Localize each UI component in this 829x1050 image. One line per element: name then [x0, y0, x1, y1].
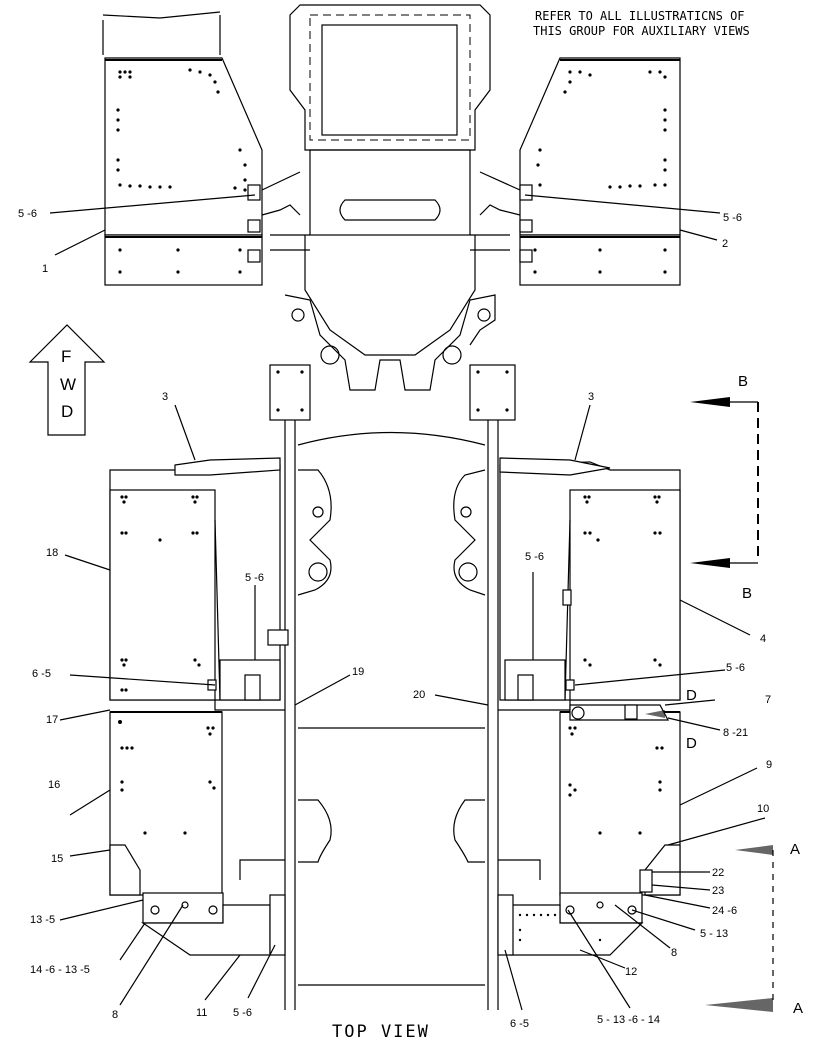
fwd-letter-w: W — [60, 375, 76, 394]
callout-2: 2 — [722, 238, 728, 250]
callout-23: 23 — [712, 885, 724, 897]
callout-leader-lines — [49, 194, 766, 1011]
callout-3-left: 3 — [162, 391, 168, 403]
callout-8-21: 8 -21 — [723, 727, 748, 739]
upper-left-fender-panel — [102, 11, 301, 286]
callout-14-6-13-5: 14 -6 - 13 -5 — [30, 964, 90, 976]
upper-frame-section — [270, 4, 510, 391]
callout-5-6-mid-left: 5 -6 — [245, 572, 264, 584]
callout-15: 15 — [51, 853, 63, 865]
section-d-label-bottom: D — [686, 735, 697, 752]
section-a-label-bottom: A — [793, 1000, 803, 1017]
callout-8-left: 8 — [112, 1009, 118, 1021]
callout-5-6-top-left: 5 -6 — [18, 208, 37, 220]
callout-13-5: 13 -5 — [30, 914, 55, 926]
callout-20: 20 — [413, 689, 425, 701]
callout-3-right: 3 — [588, 391, 594, 403]
fwd-letter-d: D — [61, 402, 73, 421]
note-line-1: REFER TO ALL ILLUSTRATICNS OF — [535, 9, 745, 23]
callout-12: 12 — [625, 966, 637, 978]
callout-5-13-6-14: 5 - 13 -6 - 14 — [597, 1014, 660, 1026]
callout-19: 19 — [352, 666, 364, 678]
callout-5-6-bottom: 5 -6 — [233, 1007, 252, 1019]
section-markers: B B A A D D — [645, 373, 803, 1017]
callout-4: 4 — [760, 633, 766, 645]
section-b-label-top: B — [738, 373, 748, 390]
lower-right-fender-assembly — [497, 457, 681, 956]
callout-1: 1 — [42, 263, 48, 275]
callout-6-5-bottom: 6 -5 — [510, 1018, 529, 1030]
auxiliary-views-note: REFER TO ALL ILLUSTRATICNS OF THIS GROUP… — [533, 9, 750, 38]
section-a-label-top: A — [790, 841, 800, 858]
section-d-label-top: D — [686, 687, 697, 704]
lower-left-fender-assembly — [109, 457, 289, 956]
callout-5-13: 5 - 13 — [700, 928, 728, 940]
section-b-label-bottom: B — [742, 585, 752, 602]
callout-11: 11 — [196, 1007, 207, 1019]
callout-labels: 1 2 5 -6 5 -6 3 3 18 5 -6 5 -6 4 6 -5 5 … — [18, 208, 772, 1030]
note-line-2: THIS GROUP FOR AUXILIARY VIEWS — [533, 24, 750, 38]
view-title: TOP VIEW — [332, 1022, 430, 1042]
upper-right-fender-panel — [479, 57, 681, 286]
callout-18: 18 — [46, 547, 58, 559]
callout-7: 7 — [765, 694, 771, 706]
callout-22: 22 — [712, 867, 724, 879]
forward-direction-arrow: F W D — [28, 324, 106, 436]
callout-17: 17 — [46, 714, 58, 726]
callout-5-6-right: 5 -6 — [726, 662, 745, 674]
fwd-letter-f: F — [61, 347, 71, 366]
callout-5-6-mid-right: 5 -6 — [525, 551, 544, 563]
callout-9: 9 — [766, 759, 772, 771]
callout-10: 10 — [757, 803, 769, 815]
callout-6-5-left: 6 -5 — [32, 668, 51, 680]
main-frame-rails — [269, 364, 516, 1010]
callout-24-6: 24 -6 — [712, 905, 737, 917]
callout-8-right: 8 — [671, 947, 677, 959]
callout-16: 16 — [48, 779, 60, 791]
callout-5-6-top-right: 5 -6 — [723, 212, 742, 224]
